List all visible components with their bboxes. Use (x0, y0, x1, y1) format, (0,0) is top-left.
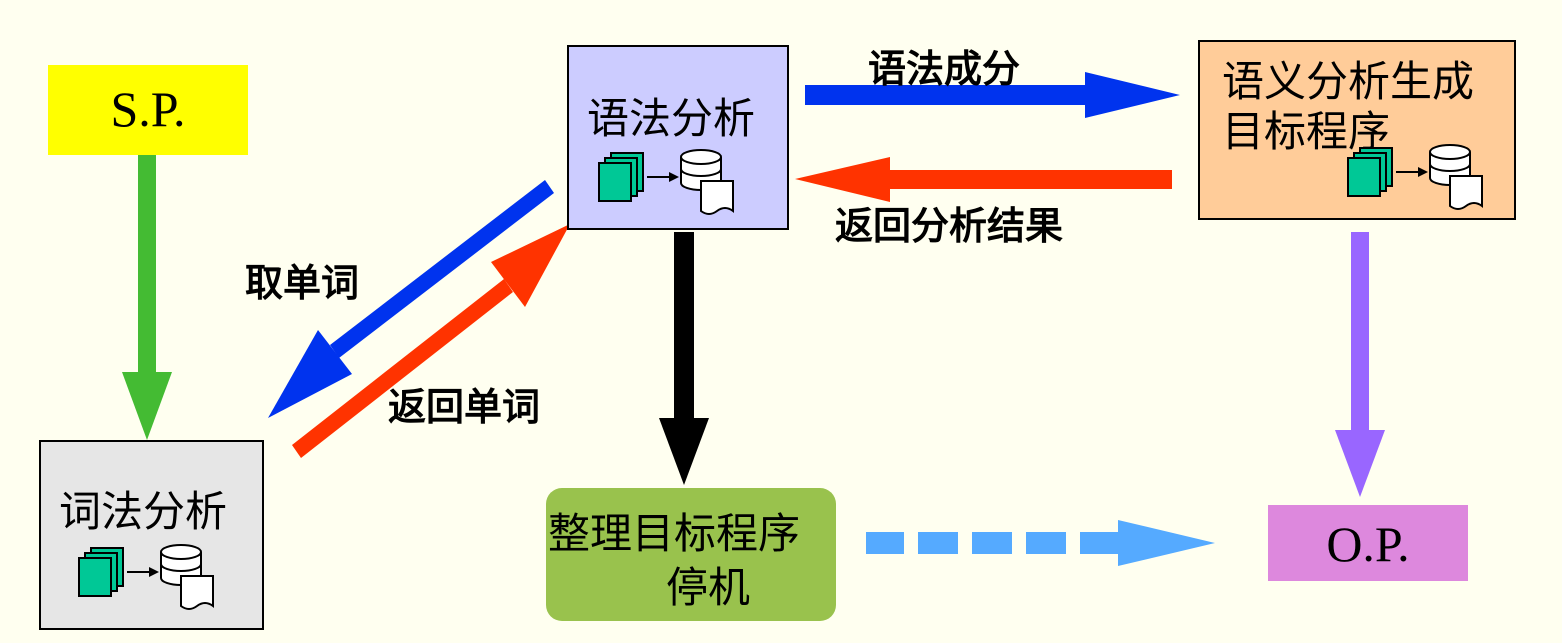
syntax-analysis-label: 语法分析 (587, 94, 756, 143)
process-icon-group (78, 544, 214, 610)
arrow-get-word (268, 180, 554, 418)
op-label: O.P. (1326, 516, 1410, 572)
file-stack-icon (78, 547, 124, 597)
document-icon (700, 180, 734, 215)
lexical-analysis-label: 词法分析 (59, 487, 228, 536)
lexical-analysis-node: 词法分析 (39, 440, 264, 630)
semantic-analysis-node: 语义分析生成 目标程序 (1198, 40, 1516, 220)
syntax-analysis-node: 语法分析 (567, 45, 789, 230)
arrow-syntax-component (805, 72, 1180, 118)
op-node: O.P. (1268, 505, 1468, 581)
finalize-label-line2: 停机 (666, 563, 751, 612)
sp-node: S.P. (48, 65, 248, 155)
process-icon-group (598, 149, 734, 215)
arrow-syntax-to-finalize (659, 232, 709, 485)
edge-label-syntax-component: 语法成分 (868, 47, 1021, 91)
arrow-right-icon (127, 567, 159, 577)
finalize-node: 整理目标程序 停机 (546, 488, 836, 621)
arrow-sp-to-lexical (122, 155, 172, 440)
arrow-right-icon (647, 172, 679, 182)
arrow-finalize-to-op (866, 520, 1215, 566)
file-stack-icon (598, 152, 644, 202)
edge-label-get-word: 取单词 (245, 261, 360, 305)
edge-label-return-word: 返回单词 (388, 385, 541, 429)
semantic-analysis-label-line1: 语义分析生成 (1222, 57, 1475, 106)
edge-label-return-result: 返回分析结果 (835, 204, 1064, 248)
arrow-return-word (292, 224, 570, 458)
document-icon (1449, 175, 1483, 210)
arrow-semantic-to-op (1335, 232, 1385, 497)
file-stack-icon (1347, 147, 1393, 197)
process-icon-group (1347, 144, 1483, 210)
arrow-return-result (795, 157, 1172, 202)
finalize-label-line1: 整理目标程序 (548, 509, 801, 558)
sp-label: S.P. (110, 81, 186, 137)
document-icon (180, 575, 214, 610)
arrow-right-icon (1396, 167, 1428, 177)
